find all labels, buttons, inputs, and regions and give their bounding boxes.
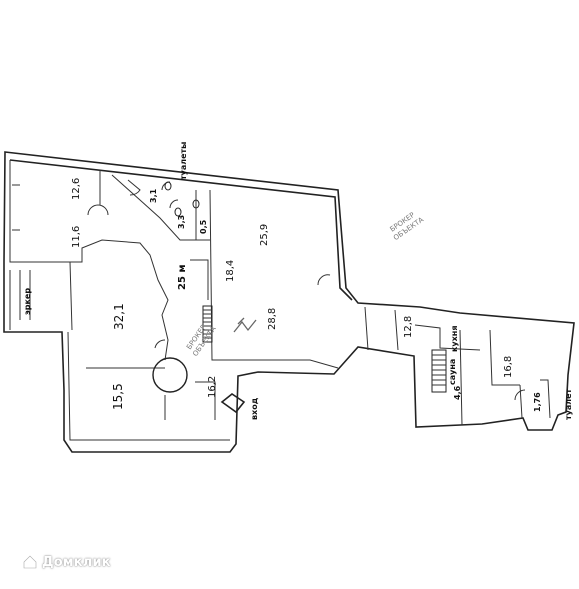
entrance-door [220,393,246,414]
house-icon [23,554,37,569]
room-area-3-1: 3,1 [149,188,158,203]
room-area-18-4: 18,4 [225,260,236,282]
room-area-0-5: 0,5 [199,219,208,234]
logo-text: Домклик [42,554,111,570]
room-area-25m: 25 м [177,264,188,290]
erker-label: эркер [23,288,32,315]
room-area-12-6: 12,6 [71,178,82,200]
doors [87,179,526,401]
room-area-15-5: 15,5 [111,383,125,410]
room-area-28-8: 28,8 [267,308,278,330]
kitchen-label: кухня [450,326,459,352]
room-area-32-1: 32,1 [112,303,126,330]
room-area-16-8: 16,8 [503,356,514,378]
round-column [152,357,188,393]
sauna-label: сауна [448,359,457,385]
broker-watermark-center: БРОКЕР ОБЪЕКТА [185,323,218,357]
room-area-12-8: 12,8 [403,316,414,338]
broker-mark-icon [233,317,257,333]
toilets-label: туалеты [179,142,188,180]
room-area-1-76: 1,76 [533,392,542,412]
room-area-16-2: 16,2 [207,376,218,398]
room-area-3-3: 3,3 [177,215,186,229]
outer-walls [3,151,575,453]
staircase [202,305,447,393]
entrance-label: вход [250,397,259,420]
domclick-logo: Домклик [22,552,111,572]
broker-watermark-right: БРОКЕР ОБЪЕКТА [389,211,426,242]
toilet-label: туалет [564,388,573,420]
room-area-25-9: 25,9 [259,224,270,246]
toilet-fixtures [164,181,200,217]
room-area-11-6: 11,6 [71,226,82,248]
room-area-4-6: 4,6 [453,385,462,400]
interior-walls [70,170,551,426]
